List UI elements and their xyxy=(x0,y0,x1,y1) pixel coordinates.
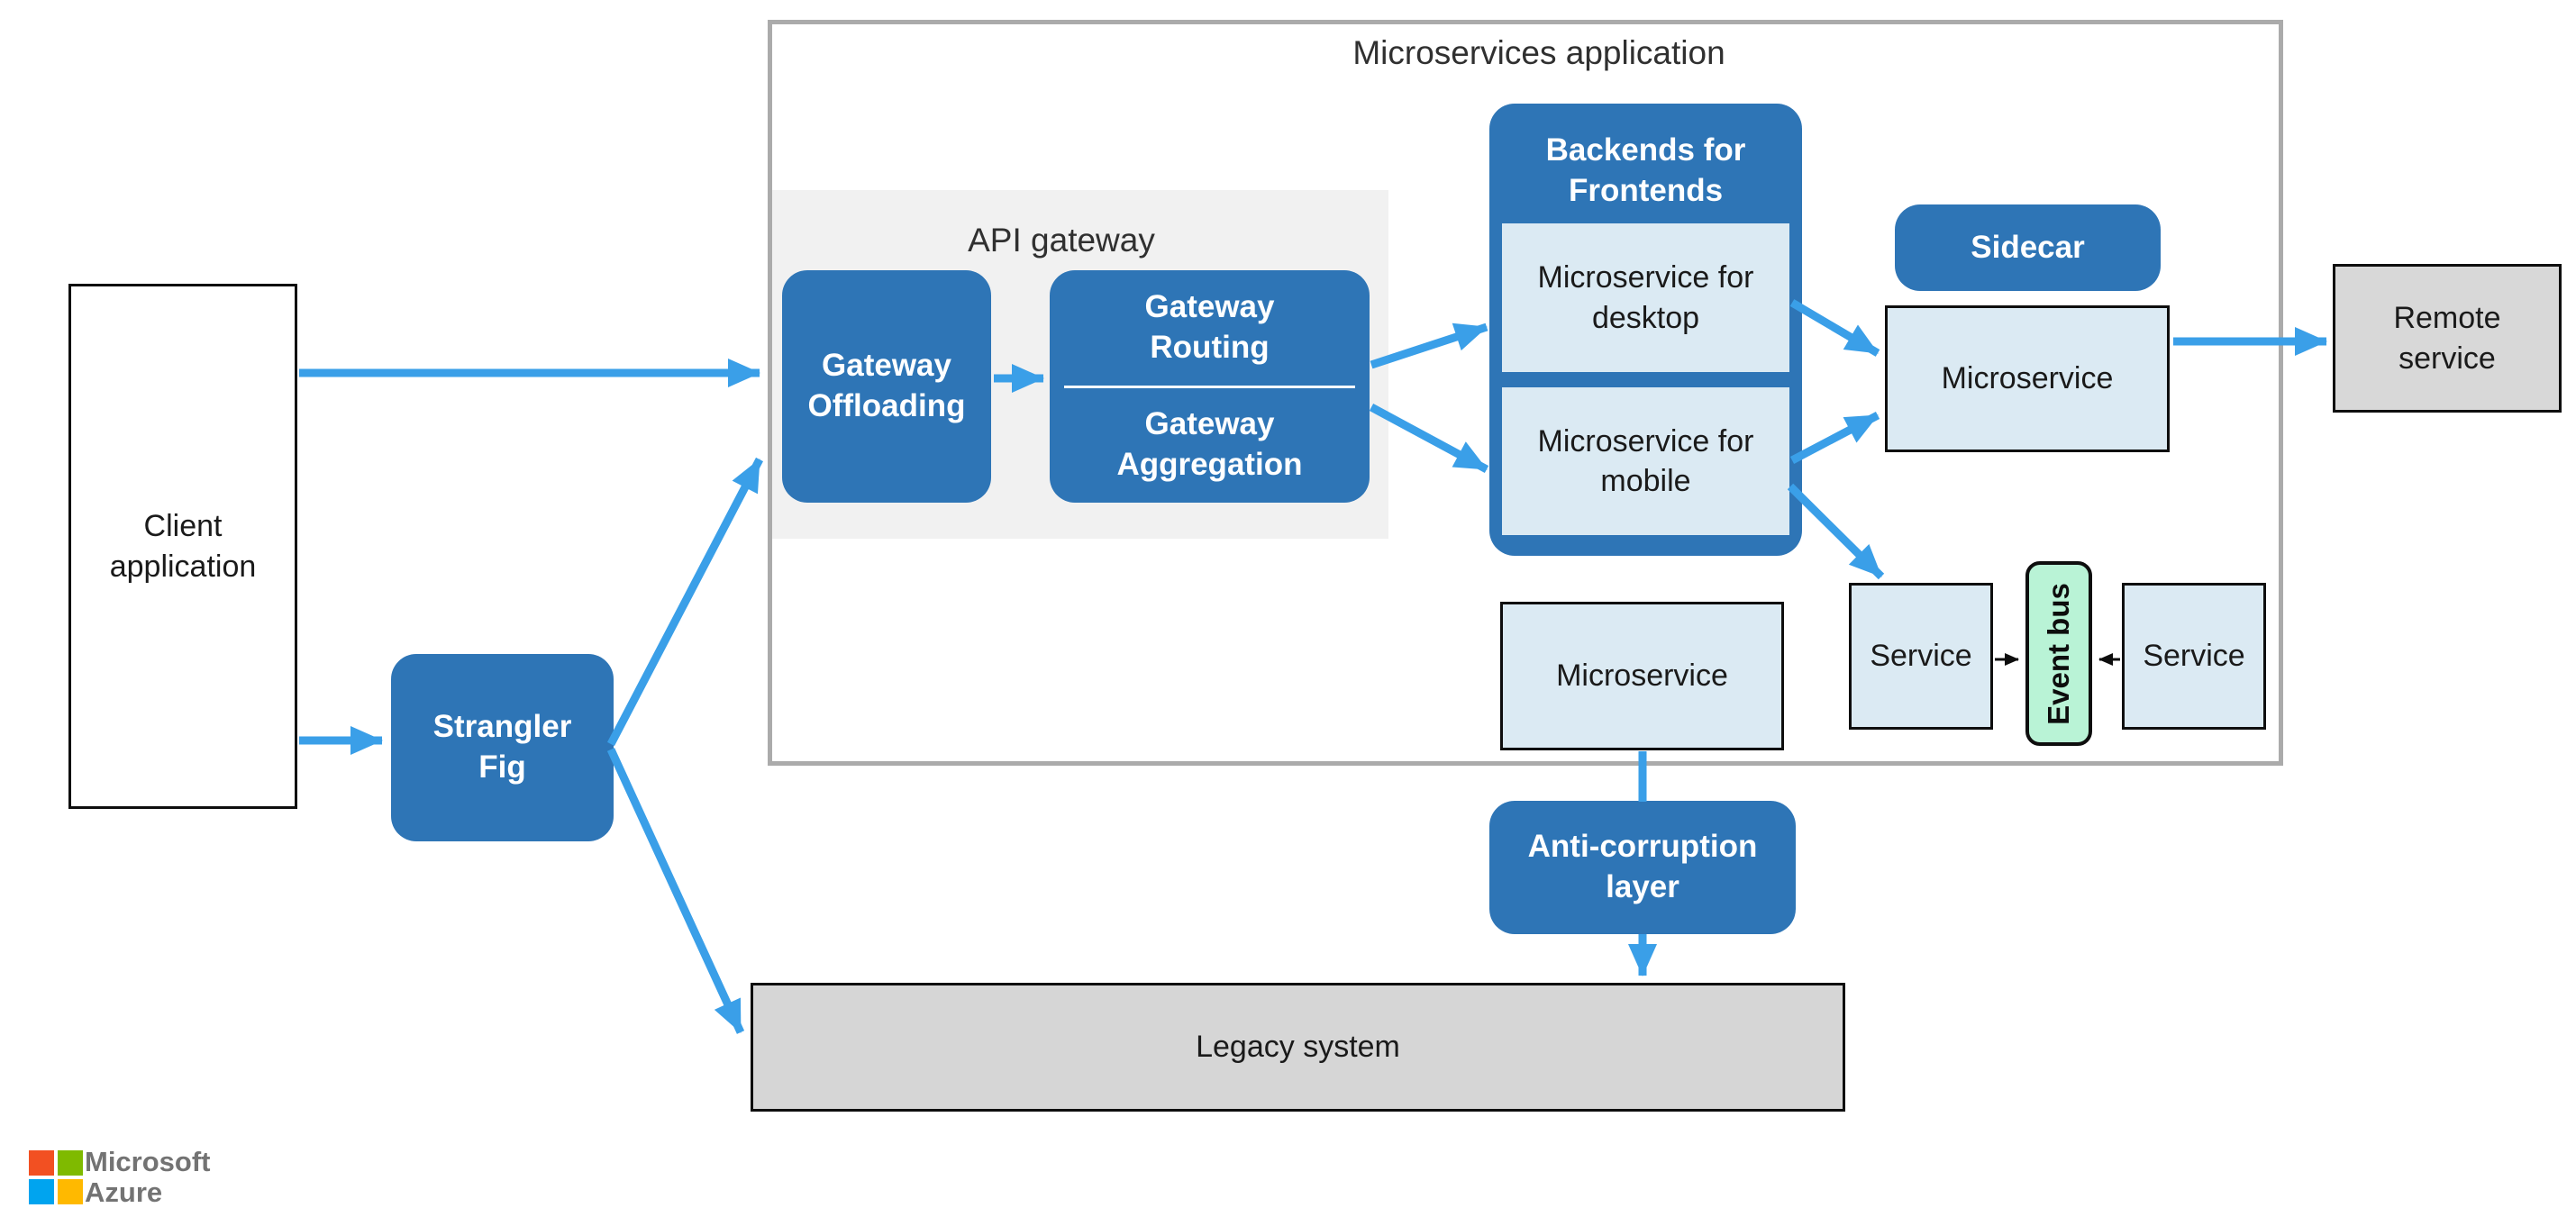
remote-service-label: Remote service xyxy=(2393,301,2501,376)
logo-text-microsoft: Microsoft xyxy=(85,1146,211,1177)
node-service-right: Service xyxy=(2122,583,2266,730)
node-microservice-for-desktop: Microservice for desktop xyxy=(1502,223,1789,372)
strangler-fig-label: Strangler Fig xyxy=(432,709,572,785)
microsoft-azure-logo: Microsoft Azure xyxy=(29,1147,245,1208)
gateway-aggregation-cell: Gateway Aggregation xyxy=(1050,388,1370,504)
node-event-bus: Event bus xyxy=(2025,561,2092,746)
logo-text-azure: Azure xyxy=(85,1176,163,1208)
node-anti-corruption-layer: Anti-corruption layer xyxy=(1489,801,1796,934)
legacy-system-label: Legacy system xyxy=(1196,1030,1400,1065)
node-service-left: Service xyxy=(1849,583,1993,730)
node-microservice-bottom: Microservice xyxy=(1500,602,1784,750)
container-title: Microservices application xyxy=(1352,34,1725,71)
microservice-for-mobile-label: Microservice for mobile xyxy=(1537,423,1754,498)
node-remote-service: Remote service xyxy=(2333,264,2562,413)
logo-square-red xyxy=(29,1150,54,1176)
microservice-bottom-label: Microservice xyxy=(1556,658,1728,694)
service-left-label: Service xyxy=(1870,639,1972,674)
backends-for-frontends-label: Backends for Frontends xyxy=(1545,132,1746,208)
node-sidecar: Sidecar xyxy=(1895,204,2161,291)
node-legacy-system: Legacy system xyxy=(751,983,1845,1112)
gateway-routing-cell: Gateway Routing xyxy=(1050,270,1370,386)
logo-text: Microsoft Azure xyxy=(85,1147,211,1208)
node-gateway-offloading: Gateway Offloading xyxy=(782,270,991,503)
arrow-strangler-to-api-gateway xyxy=(607,457,763,747)
node-client-application: Client application xyxy=(68,284,297,809)
node-gateway-routing-aggregation: Gateway Routing Gateway Aggregation xyxy=(1050,270,1370,503)
service-right-label: Service xyxy=(2143,639,2245,674)
arrow-strangler-to-legacy-system xyxy=(606,748,745,1034)
anti-corruption-layer-label: Anti-corruption layer xyxy=(1527,829,1758,904)
node-backends-for-frontends: Backends for Frontends Microservice for … xyxy=(1489,104,1802,556)
logo-square-green xyxy=(58,1150,83,1176)
gateway-routing-label: Gateway Routing xyxy=(1144,288,1275,365)
microservice-for-desktop-label: Microservice for desktop xyxy=(1537,260,1754,335)
logo-square-blue xyxy=(29,1179,54,1204)
sidecar-label: Sidecar xyxy=(1971,229,2085,265)
routing-aggregation-divider xyxy=(1064,385,1355,388)
gateway-aggregation-label: Gateway Aggregation xyxy=(1116,406,1303,483)
event-bus-label: Event bus xyxy=(2042,582,2076,725)
gateway-offloading-label: Gateway Offloading xyxy=(807,348,966,423)
node-microservice-for-mobile: Microservice for mobile xyxy=(1502,387,1789,535)
microservice-sidecar-label: Microservice xyxy=(1941,361,2114,396)
node-microservice-sidecar: Microservice xyxy=(1885,305,2170,452)
client-application-label: Client application xyxy=(109,509,257,584)
node-strangler-fig: Strangler Fig xyxy=(391,654,614,841)
logo-square-yellow xyxy=(58,1179,83,1204)
api-gateway-label: API gateway xyxy=(968,222,1155,259)
